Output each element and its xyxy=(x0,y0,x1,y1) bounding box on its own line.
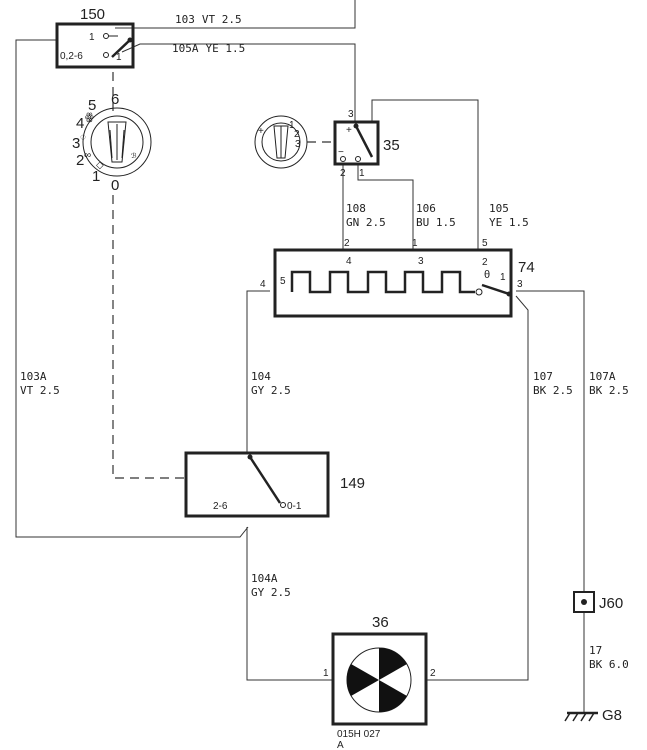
wire-label-107a-spec: BK 2.5 xyxy=(589,384,629,397)
svg-text:◇: ◇ xyxy=(96,160,104,171)
ground-g8: G8 xyxy=(564,707,622,724)
mechanical-link xyxy=(112,72,185,479)
svg-text:0,2-6: 0,2-6 xyxy=(60,51,83,62)
wire-label-104-num: 104 xyxy=(251,370,271,383)
switch-35: 35 3 + − 2 1 xyxy=(333,109,400,179)
ref-36: 36 xyxy=(372,614,389,631)
ref-j60: J60 xyxy=(599,595,623,612)
wire-label-17-num: 17 xyxy=(589,644,602,657)
wire-label-104a-spec: GY 2.5 xyxy=(251,586,291,599)
wire-103a xyxy=(15,39,249,538)
svg-text:5: 5 xyxy=(88,97,96,114)
svg-text:2: 2 xyxy=(482,257,488,268)
resistor-74: 74 θ 2 1 5 4 3 2 1 5 4 3 xyxy=(260,238,535,318)
wire-label-106-spec: BU 1.5 xyxy=(416,216,456,229)
svg-text:1: 1 xyxy=(412,238,418,249)
svg-text:ℬ: ℬ xyxy=(131,152,137,160)
wire-106 xyxy=(357,164,414,250)
wires xyxy=(15,0,585,712)
svg-text:+: + xyxy=(346,125,352,136)
svg-text:3: 3 xyxy=(517,279,523,290)
switch-149: 149 2-6 0-1 xyxy=(184,451,365,518)
knob-150: ꙮ ◌ ∞ ◇ ℬ 6 5 4 3 2 1 0 xyxy=(72,91,152,194)
wire-label-105-num: 105 xyxy=(489,202,509,215)
wire-label-105-spec: YE 1.5 xyxy=(489,216,529,229)
wire-105 xyxy=(371,99,479,250)
wire-label-104-spec: GY 2.5 xyxy=(251,384,291,397)
ref-35: 35 xyxy=(383,137,400,154)
wire-label-108-spec: GN 2.5 xyxy=(346,216,386,229)
svg-text:ꙮ: ꙮ xyxy=(85,112,94,123)
svg-text:4: 4 xyxy=(346,256,352,267)
wire-104 xyxy=(246,290,270,453)
svg-text:2: 2 xyxy=(430,668,436,679)
ref-g8: G8 xyxy=(602,707,622,724)
svg-text:5: 5 xyxy=(280,276,286,287)
fan-36: 36 1 2 015H 027 A xyxy=(323,614,436,750)
svg-text:1: 1 xyxy=(500,272,506,283)
svg-text:1: 1 xyxy=(289,120,295,131)
wire-103 xyxy=(115,0,356,29)
knob-35: + 1 2 3 xyxy=(254,115,335,169)
svg-text:0: 0 xyxy=(111,177,119,194)
svg-text:+: + xyxy=(258,126,264,137)
svg-text:−: − xyxy=(338,147,344,158)
svg-text:1: 1 xyxy=(92,168,100,185)
svg-text:3: 3 xyxy=(418,256,424,267)
ref-150: 150 xyxy=(80,6,105,23)
wire-label-107a-num: 107A xyxy=(589,370,616,383)
svg-text:5: 5 xyxy=(482,238,488,249)
connector-j60: J60 xyxy=(573,591,623,613)
wire-107a xyxy=(516,290,585,592)
svg-text:∞: ∞ xyxy=(84,150,91,161)
svg-text:2: 2 xyxy=(294,129,300,140)
svg-text:◌: ◌ xyxy=(80,132,86,143)
wire-label-107-num: 107 xyxy=(533,370,553,383)
svg-text:2-6: 2-6 xyxy=(213,501,228,512)
svg-text:2: 2 xyxy=(344,238,350,249)
wire-105a xyxy=(121,43,356,122)
svg-text:0-1: 0-1 xyxy=(287,501,302,512)
wire-104a xyxy=(246,527,333,681)
svg-text:6: 6 xyxy=(111,91,119,108)
svg-text:1: 1 xyxy=(89,32,95,43)
svg-text:4: 4 xyxy=(260,279,266,290)
switch-150: 150 1 0,2-6 1 xyxy=(55,6,135,69)
svg-text:3: 3 xyxy=(295,139,301,150)
wire-label-103a-num: 103A xyxy=(20,370,47,383)
svg-text:015H 027: 015H 027 xyxy=(337,729,381,740)
wire-label-104a-num: 104A xyxy=(251,572,278,585)
svg-text:3: 3 xyxy=(72,135,80,152)
wire-label-107-spec: BK 2.5 xyxy=(533,384,573,397)
svg-text:1: 1 xyxy=(323,668,329,679)
wire-label-17-spec: BK 6.0 xyxy=(589,658,629,671)
wire-label-103a-spec: VT 2.5 xyxy=(20,384,60,397)
svg-text:A: A xyxy=(337,740,344,750)
wire-107 xyxy=(426,295,529,681)
svg-text:1: 1 xyxy=(116,52,122,63)
svg-text:θ: θ xyxy=(484,269,490,281)
svg-text:2: 2 xyxy=(76,152,84,169)
svg-text:1: 1 xyxy=(359,168,365,179)
svg-text:2: 2 xyxy=(340,168,346,179)
svg-text:3: 3 xyxy=(348,109,354,120)
ref-74: 74 xyxy=(518,259,535,276)
svg-text:4: 4 xyxy=(76,115,84,132)
ref-149: 149 xyxy=(340,475,365,492)
wire-label-108-num: 108 xyxy=(346,202,366,215)
wire-label-106-num: 106 xyxy=(416,202,436,215)
